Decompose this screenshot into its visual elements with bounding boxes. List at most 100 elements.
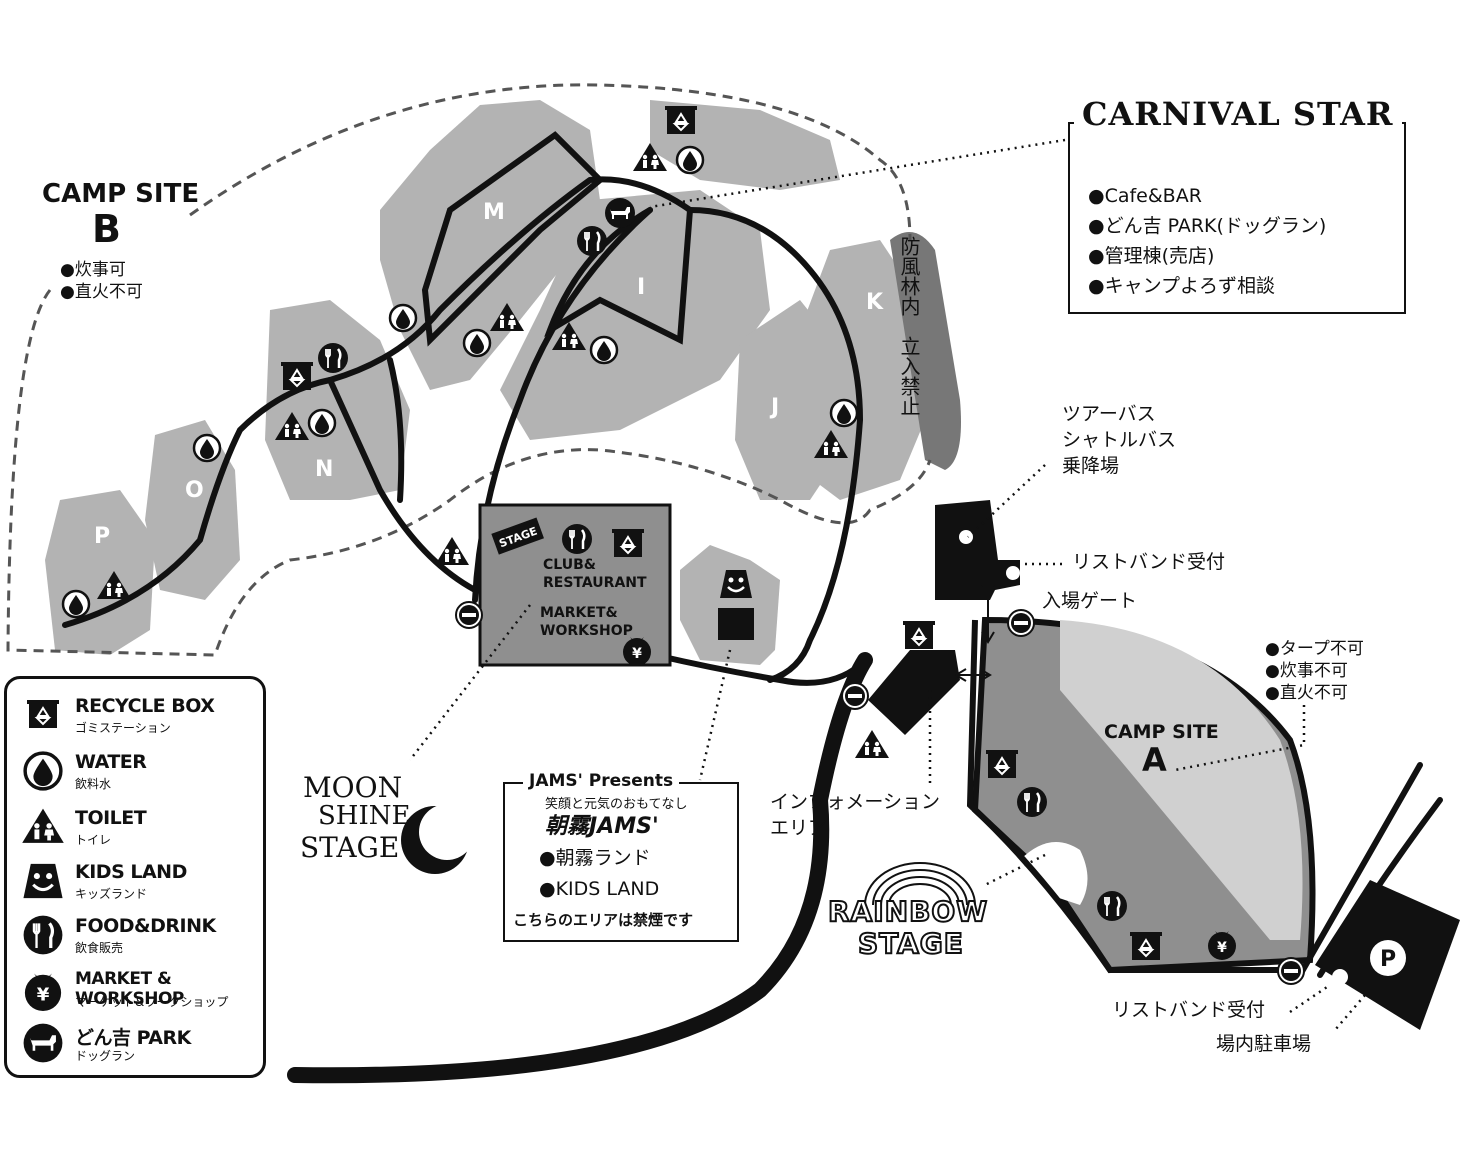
legend-sub: 飲料水 [75, 777, 112, 791]
asagiri-land-icon [718, 608, 754, 640]
carnival-item: ●キャンプよろず相談 [1088, 275, 1276, 297]
legend-title: どん吉 PARK [75, 1027, 191, 1049]
dog-park-icon [605, 198, 635, 228]
bus-label: ツアーバス [1062, 403, 1156, 425]
food-drink-icon [1095, 889, 1129, 923]
rainbow-stage-line-2: STAGE [857, 926, 964, 960]
market-workshop-icon [24, 973, 62, 1011]
legend-item-food: FOOD&DRINK 飲食販売 [21, 913, 261, 961]
legend-sub: トイレ [75, 833, 112, 847]
zone-label-p: P [94, 524, 111, 549]
food-drink-icon [575, 224, 609, 258]
camp-site-b-boundary [6, 83, 932, 657]
no-entry-icon [1007, 609, 1035, 637]
legend-sub: ドッグラン [75, 1049, 136, 1063]
entrance-gate-label: 入場ゲート [1042, 590, 1138, 612]
jams-note: こちらのエリアは禁煙です [513, 911, 694, 929]
windbreak-strip [890, 232, 961, 470]
rainbow-stage-line-1: RAINBOW [827, 894, 989, 928]
legend-sub: マーケット&ワークショップ [75, 995, 229, 1009]
zone-label-k: K [866, 290, 884, 315]
wristband-bottom-label: リストバンド受付 [1112, 999, 1265, 1021]
water-icon [307, 408, 337, 438]
toilet-icon [435, 537, 469, 565]
carnival-item: ●どん吉 PARK(ドッグラン) [1088, 215, 1327, 237]
no-entry-icon [841, 682, 869, 710]
legend-title: KIDS LAND [75, 861, 187, 883]
club-label-1: CLUB& [543, 557, 596, 573]
zone-label-j: J [771, 395, 780, 420]
recycle-icon [26, 699, 60, 729]
legend-title: WATER [75, 751, 147, 773]
toilet-icon [22, 808, 64, 843]
water-icon [388, 303, 418, 333]
zone-label-m: M [483, 200, 505, 225]
food-drink-icon [1015, 785, 1049, 819]
windbreak-label: 防風林内 立入禁止 [897, 236, 921, 416]
carnival-item: ●Cafe&BAR [1088, 185, 1202, 207]
legend-title: TOILET [75, 807, 147, 829]
carnival-item: ●管理棟(売店) [1088, 245, 1215, 267]
zone-o [145, 420, 240, 600]
recycle-icon [611, 528, 645, 558]
camp-site-a-title: CAMP SITE [1104, 721, 1219, 743]
camp-site-a-rule: ●炊事不可 [1265, 661, 1348, 681]
legend-item-toilet: TOILET トイレ [21, 805, 261, 853]
camp-site-a-rule: ●タープ不可 [1265, 639, 1364, 659]
food-drink-icon [560, 522, 594, 556]
recycle-icon [664, 105, 698, 135]
recycle-icon [985, 749, 1019, 779]
bus-label: 乗降場 [1062, 455, 1120, 477]
zone-label-i: I [637, 275, 646, 300]
camp-site-b-title: CAMP SITE [42, 179, 200, 209]
food-drink-icon [21, 913, 65, 957]
legend-item-kids: KIDS LAND キッズランド [21, 859, 261, 907]
road-to-a [966, 619, 1290, 973]
toilet-icon [855, 730, 889, 758]
gate-arrow-horizontal [954, 668, 992, 682]
rainbow-arcs [864, 862, 976, 906]
legend-title: MARKET & WORKSHOP [75, 969, 184, 1009]
market-label-2: WORKSHOP [540, 623, 633, 639]
parking-symbol: P [1380, 947, 1396, 972]
water-icon [192, 433, 222, 463]
legend-sub: キッズランド [75, 887, 148, 901]
moonshine-line-1: MOON [303, 771, 403, 804]
parking-label: 場内駐車場 [1216, 1033, 1312, 1055]
bus-label: シャトルバス [1062, 429, 1177, 451]
zone-g [680, 545, 780, 665]
jams-title: JAMS' Presents [523, 771, 680, 792]
map-icons [61, 105, 1305, 985]
camp-site-b-letter: B [92, 207, 121, 251]
dog-park-icon [23, 1023, 63, 1063]
jams-logo: 朝霧JAMS' [545, 814, 659, 839]
jams-item: ●朝霧ランド [539, 847, 651, 869]
legend-item-market: MARKET & WORKSHOP マーケット&ワークショップ [21, 967, 261, 1015]
recycle-icon [902, 620, 936, 650]
water-icon [675, 145, 705, 175]
camp-site-a-light [1060, 620, 1303, 940]
camp-site-b-rule: ●直火不可 [60, 282, 143, 302]
legend-item-recycle: RECYCLE BOX ゴミステーション [21, 693, 261, 741]
legend-item-dog: どん吉 PARK ドッグラン [21, 1021, 261, 1069]
no-entry-icon [1277, 957, 1305, 985]
zone-p [45, 490, 155, 655]
camp-site-b-rule: ●炊事可 [60, 260, 126, 280]
jams-tagline: 笑顔と元気のおもてなし [545, 797, 688, 812]
camp-site-a-letter: A [1142, 741, 1167, 779]
carnival-star-logo: CARNIVAL STAR [1074, 96, 1402, 133]
water-icon [829, 398, 859, 428]
water-icon [589, 335, 619, 365]
parking-icon [1370, 940, 1406, 976]
main-road [287, 652, 873, 1084]
recycle-icon [280, 361, 314, 391]
carnival-star-box: CARNIVAL STAR ●Cafe&BAR ●どん吉 PARK(ドッグラン)… [1068, 96, 1406, 314]
information-label: インフォメーション [770, 791, 941, 813]
market-label-1: MARKET& [540, 605, 618, 621]
information-label: エリア [770, 817, 828, 839]
food-drink-icon [316, 341, 350, 375]
wristband-top-label: リストバンド受付 [1072, 551, 1225, 573]
water-icon [61, 589, 91, 619]
moonshine-line-3: STAGE [300, 831, 400, 864]
